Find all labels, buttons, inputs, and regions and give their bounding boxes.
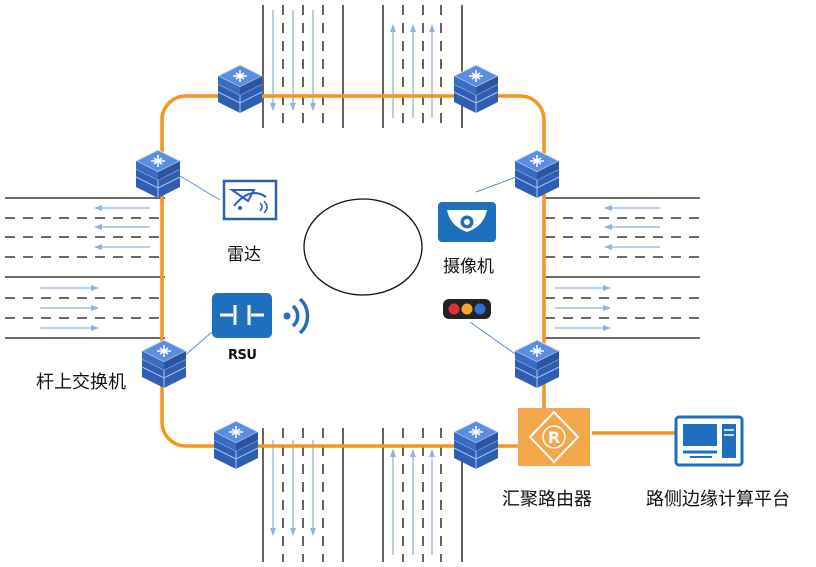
switch-icon	[453, 64, 499, 114]
computer-icon	[674, 415, 744, 467]
switch-icon	[453, 420, 499, 470]
switch-icon	[135, 149, 181, 199]
switch-icon	[217, 64, 263, 114]
router-symbol: R	[548, 428, 560, 447]
rsu-label: RSU	[228, 348, 257, 363]
switch-icon	[514, 339, 560, 389]
router-icon: R	[518, 408, 590, 466]
road-west	[5, 197, 165, 339]
switch-icon	[514, 149, 560, 199]
aggregation-router-label: 汇聚路由器	[502, 489, 592, 510]
device-connectors	[179, 175, 520, 357]
camera-label: 摄像机	[443, 257, 494, 277]
pole-switch-label: 杆上交换机	[36, 372, 126, 393]
switch-icon	[141, 339, 187, 389]
wireless-signal-icon	[283, 297, 310, 335]
roadside-platform-label: 路侧边缘计算平台	[646, 489, 790, 510]
radar-icon	[222, 179, 278, 221]
rsu-icon	[212, 293, 272, 338]
ring-network	[160, 94, 546, 448]
switch-icon	[213, 420, 259, 470]
road-north	[262, 5, 463, 128]
radar-label: 雷达	[227, 245, 261, 265]
camera-icon	[438, 202, 496, 242]
road-east	[545, 197, 700, 339]
road-south	[262, 428, 463, 562]
traffic-light-icon	[443, 299, 491, 319]
roundabout	[303, 198, 423, 296]
